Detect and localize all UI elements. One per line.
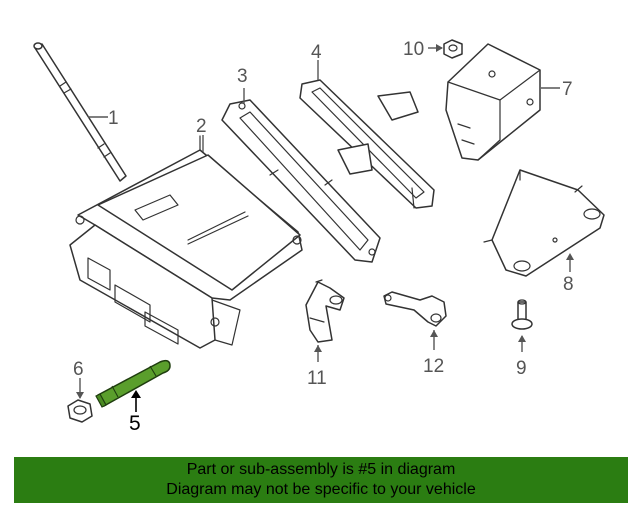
- callout-11: 11: [307, 345, 327, 389]
- part-3-gasket[interactable]: [221, 99, 381, 263]
- banner-line-disclaimer: Diagram may not be specific to your vehi…: [166, 481, 476, 498]
- callout-label-8: 8: [563, 274, 574, 295]
- callout-4: 4: [311, 42, 322, 80]
- callout-label-5: 5: [129, 412, 141, 435]
- callout-8: 8: [563, 253, 574, 295]
- banner-line-part: Part or sub-assembly is #5 in diagram: [186, 461, 456, 478]
- callout-label-6: 6: [73, 359, 84, 380]
- callout-label-3: 3: [237, 66, 248, 87]
- callout-label-2: 2: [196, 116, 207, 137]
- part-9-stud[interactable]: [511, 299, 533, 330]
- callout-12: 12: [423, 330, 444, 377]
- part-7-module-housing[interactable]: [445, 43, 541, 161]
- callout-label-10: 10: [403, 39, 424, 60]
- callout-label-1: 1: [108, 108, 119, 129]
- parts-diagram: 1 2 3 4: [33, 39, 605, 435]
- callout-2: 2: [196, 116, 207, 152]
- callout-9: 9: [516, 335, 527, 379]
- part-2-control-module[interactable]: [69, 135, 303, 349]
- callout-label-9: 9: [516, 358, 527, 379]
- part-10-grommet[interactable]: [443, 39, 463, 59]
- callout-label-7: 7: [562, 79, 573, 100]
- part-12-sensor[interactable]: [383, 291, 447, 327]
- callout-6: 6: [73, 359, 84, 399]
- part-8-mount-bracket[interactable]: [483, 169, 605, 277]
- callout-10: 10: [403, 39, 443, 60]
- notice-banner: Part or sub-assembly is #5 in diagram Di…: [14, 457, 628, 503]
- part-1-rod[interactable]: [33, 42, 127, 182]
- callout-3: 3: [237, 66, 248, 104]
- callout-label-4: 4: [311, 42, 322, 63]
- part-4-bracket[interactable]: [299, 79, 435, 209]
- callout-label-11: 11: [307, 368, 327, 389]
- callout-5: 5: [129, 390, 141, 435]
- part-5-highlighted-pin[interactable]: [95, 359, 171, 408]
- callout-label-12: 12: [423, 356, 444, 377]
- part-11-sensor[interactable]: [305, 279, 345, 343]
- callout-1: 1: [88, 108, 119, 129]
- part-6-nut[interactable]: [67, 399, 93, 423]
- callout-7: 7: [541, 79, 573, 100]
